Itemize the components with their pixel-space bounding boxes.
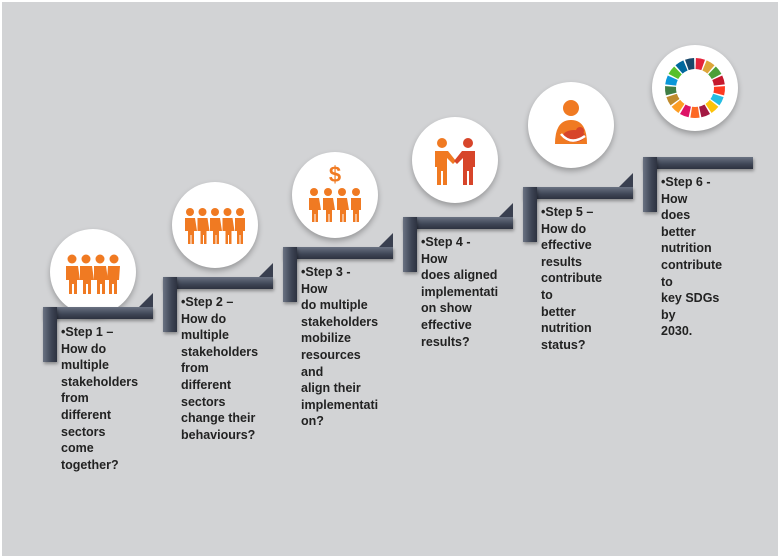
sdg-wheel-segment bbox=[665, 86, 677, 96]
sdg-wheel-segment bbox=[690, 106, 700, 118]
step-bracket-arrow bbox=[379, 233, 393, 247]
step-bracket-top bbox=[523, 187, 633, 199]
five-people-icon bbox=[185, 208, 245, 244]
step-bracket-side bbox=[643, 157, 657, 212]
step-3-icon-circle: $ bbox=[292, 152, 378, 238]
sdg-wheel-segment bbox=[699, 104, 711, 118]
step-2-icon-circle bbox=[172, 182, 258, 268]
svg-text:$: $ bbox=[329, 162, 341, 187]
step-1-text: •Step 1 – How do multiple stakeholders f… bbox=[61, 325, 139, 472]
step-bracket-arrow bbox=[259, 263, 273, 277]
sdg-wheel-segment bbox=[695, 58, 705, 71]
step-bracket-side bbox=[43, 307, 57, 362]
sdg-wheel-icon bbox=[665, 58, 725, 118]
step-6-icon-circle bbox=[652, 45, 738, 131]
step-4-text: •Step 4 - How does aligned implementati … bbox=[421, 235, 499, 349]
step-bracket-side bbox=[283, 247, 297, 302]
step-bracket-top bbox=[643, 157, 753, 169]
step-5-icon-circle bbox=[528, 82, 614, 168]
people-dollar-icon: $ bbox=[309, 162, 361, 222]
mother-child-icon bbox=[555, 100, 587, 144]
step-bracket-top bbox=[163, 277, 273, 289]
step-bracket-top bbox=[43, 307, 153, 319]
four-people-icon bbox=[66, 254, 120, 294]
step-1-icon-circle bbox=[50, 229, 136, 315]
step-bracket-side bbox=[163, 277, 177, 332]
step-bracket-top bbox=[283, 247, 393, 259]
step-6-text: •Step 6 - How does better nutrition cont… bbox=[661, 175, 723, 339]
sdg-wheel-segment bbox=[702, 60, 715, 74]
sdg-wheel-segment bbox=[710, 93, 724, 106]
step-3-text: •Step 3 - How do multiple stakeholders m… bbox=[301, 265, 379, 429]
step-bracket-top bbox=[403, 217, 513, 229]
handshake-icon bbox=[435, 138, 475, 185]
sdg-wheel-segment bbox=[666, 93, 680, 106]
sdg-wheel-segment bbox=[679, 104, 691, 118]
sdg-wheel-segment bbox=[685, 58, 695, 71]
step-bracket-arrow bbox=[619, 173, 633, 187]
sdg-wheel-segment bbox=[708, 66, 722, 80]
step-bracket-side bbox=[403, 217, 417, 272]
step-4-icon-circle bbox=[412, 117, 498, 203]
diagram-panel: •Step 1 – How do multiple stakeholders f… bbox=[2, 2, 778, 556]
step-bracket-arrow bbox=[499, 203, 513, 217]
sdg-wheel-segment bbox=[705, 99, 719, 114]
step-bracket-side bbox=[523, 187, 537, 242]
step-2-text: •Step 2 – How do multiple stakeholders f… bbox=[181, 295, 259, 442]
step-bracket-arrow bbox=[139, 293, 153, 307]
sdg-wheel-segment bbox=[713, 86, 725, 96]
sdg-wheel-segment bbox=[675, 60, 688, 74]
sdg-wheel-segment bbox=[668, 66, 682, 80]
sdg-wheel-segment bbox=[712, 75, 725, 86]
step-5-text: •Step 5 – How do effective results contr… bbox=[541, 205, 603, 352]
sdg-wheel-segment bbox=[665, 75, 678, 86]
sdg-wheel-segment bbox=[671, 99, 685, 114]
